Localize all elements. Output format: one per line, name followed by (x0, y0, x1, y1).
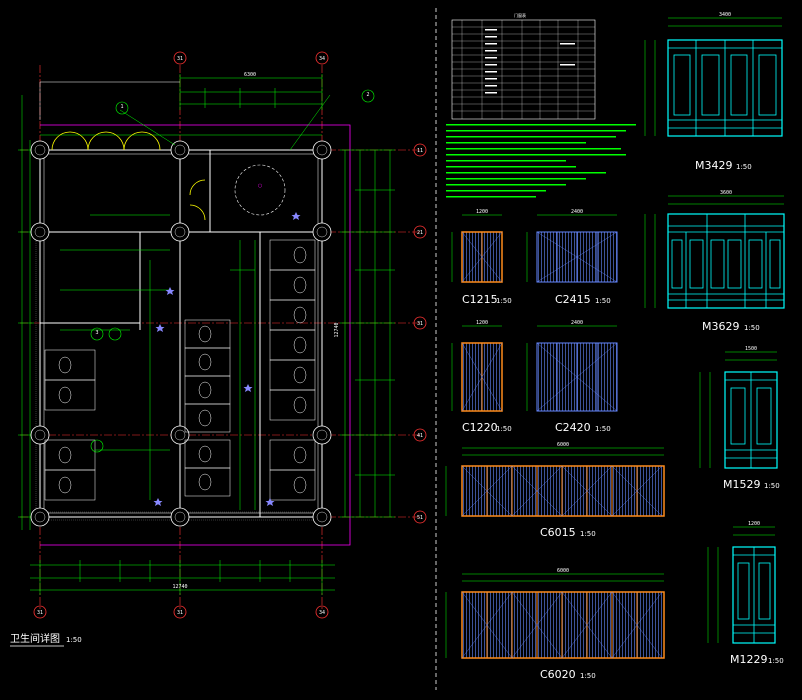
axis-label-bottom-1: 31 (37, 610, 43, 616)
m1529-label: M1529 (723, 478, 761, 491)
toilets-middle (198, 325, 212, 491)
door-m3429: 3400 M3429 1:50 (644, 12, 783, 172)
axis-label-right-4: 41 (417, 433, 423, 439)
c1215-width: 1200 (476, 209, 488, 215)
m1529-scale: 1:50 (764, 482, 780, 490)
axis-label-bottom-2: 31 (177, 610, 183, 616)
axis-label-right-1: 11 (417, 148, 423, 154)
c2420-width: 2400 (571, 320, 583, 326)
m1529-width: 1500 (745, 346, 757, 352)
canopy-outline (39, 81, 180, 120)
toilets-right (293, 246, 307, 494)
columns (30, 140, 332, 527)
dim-right-total: 12740 (334, 322, 340, 337)
axis-label-right-2: 21 (417, 230, 423, 236)
c1220-scale: 1:50 (496, 425, 512, 433)
table-title: 门窗表 (514, 12, 526, 18)
right-dimensions (340, 149, 395, 518)
window-c1215: 1200 C1215 1:50 (451, 209, 512, 306)
floor-plan: 31 34 31 31 34 11 21 31 41 51 6300 (10, 51, 427, 647)
round-feature (234, 164, 286, 216)
window-c6020: 6000 C6020 1:50 (445, 568, 665, 681)
c1220-label: C1220 (462, 421, 498, 434)
callout-2: 2 (366, 92, 369, 98)
stalls-right (269, 239, 316, 501)
c1220-width: 1200 (476, 320, 488, 326)
callout-3: 3 (95, 330, 98, 336)
magenta-note: ○ (258, 183, 262, 189)
dim-top-total: 6300 (244, 72, 256, 78)
callout-1: 1 (120, 104, 123, 110)
window-c1220: 1200 C1220 1:50 (451, 320, 512, 434)
section-callouts (90, 89, 375, 453)
axis-label-right-3: 31 (417, 321, 423, 327)
axis-label-bottom-3: 34 (319, 610, 325, 616)
c2415-label: C2415 (555, 293, 591, 306)
door-m3629: 3600 M3629 1:50 (644, 190, 785, 333)
door-window-table: 门窗表 (451, 12, 596, 120)
door-m1229: 1200 M1229 1:50 (707, 521, 784, 666)
bottom-dimensions (30, 560, 335, 595)
c2415-width: 2400 (571, 209, 583, 215)
design-notes (446, 124, 636, 198)
m3629-scale: 1:50 (744, 324, 760, 332)
entrance-arches (51, 131, 206, 221)
toilets-left (58, 356, 72, 494)
axis-bubbles (33, 51, 427, 619)
top-dimensions (40, 74, 323, 136)
plan-scale: 1:50 (66, 636, 82, 644)
wall-hatch (35, 231, 323, 521)
c6015-label: C6015 (540, 526, 576, 539)
window-c2420: 2400 C2420 1:50 (526, 320, 618, 434)
c6020-label: C6020 (540, 668, 576, 681)
annotation-leaders (60, 94, 331, 510)
floor-drains (153, 212, 301, 506)
axis-label-top-1: 31 (177, 56, 183, 62)
stalls-middle (184, 319, 231, 497)
m1229-label: M1229 (730, 653, 768, 666)
window-c6015: 6000 C6015 1:50 (445, 442, 665, 539)
plan-title: 卫生间详图 (10, 632, 60, 645)
c6020-scale: 1:50 (580, 672, 596, 680)
c2420-label: C2420 (555, 421, 591, 434)
stalls-left (44, 349, 96, 501)
m3429-label: M3429 (695, 159, 733, 172)
axis-label-top-2: 34 (319, 56, 325, 62)
axis-label-right-5: 51 (417, 515, 423, 521)
m3429-scale: 1:50 (736, 163, 752, 171)
m3629-width: 3600 (720, 190, 732, 196)
site-boundary (40, 124, 351, 546)
c1215-scale: 1:50 (496, 297, 512, 305)
m1229-width: 1200 (748, 521, 760, 527)
c6015-width: 6000 (557, 442, 569, 448)
m1229-scale: 1:50 (768, 657, 784, 665)
m3629-label: M3629 (702, 320, 740, 333)
c1215-label: C1215 (462, 293, 498, 306)
c2415-scale: 1:50 (595, 297, 611, 305)
c2420-scale: 1:50 (595, 425, 611, 433)
c6015-scale: 1:50 (580, 530, 596, 538)
m3429-width: 3400 (719, 12, 731, 18)
window-c2415: 2400 C2415 1:50 (526, 209, 618, 306)
dim-bottom-total: 12740 (172, 584, 187, 590)
left-dimensions (18, 95, 34, 530)
c6020-width: 6000 (557, 568, 569, 574)
door-m1529: 1500 M1529 1:50 (699, 346, 780, 491)
